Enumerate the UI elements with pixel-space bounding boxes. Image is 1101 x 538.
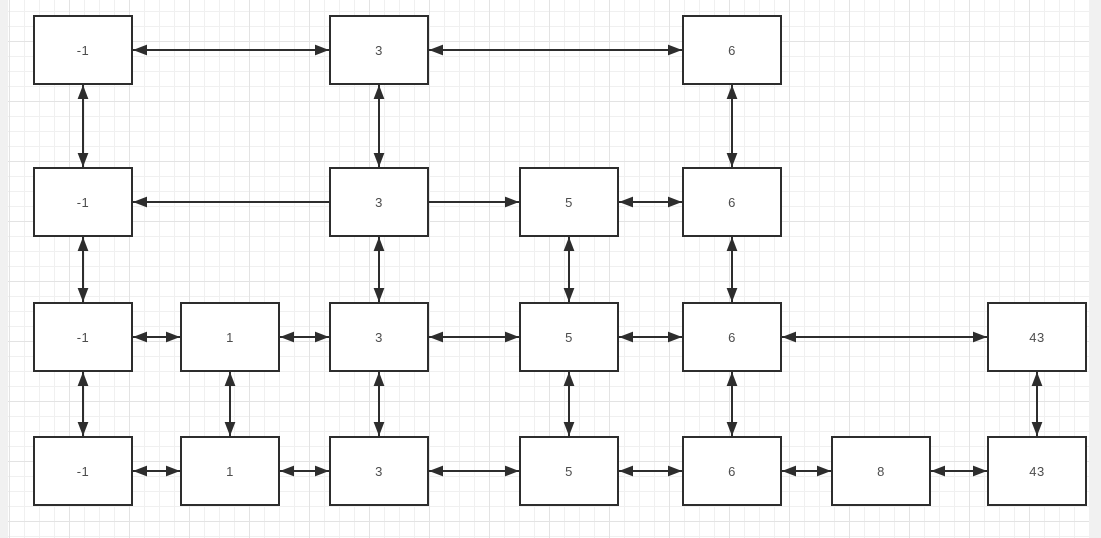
node-label: 6 (728, 329, 736, 345)
node-label: 6 (728, 463, 736, 479)
node-r2c0[interactable]: -1 (33, 302, 133, 372)
node-r2c2[interactable]: 3 (329, 302, 429, 372)
diagram-canvas[interactable]: -1 3 6 -1 3 5 6 -1 1 3 5 6 43 -1 1 3 5 6 8 43 (8, 0, 1089, 538)
node-label: 3 (375, 194, 383, 210)
node-r2c4[interactable]: 6 (682, 302, 782, 372)
node-r0c0[interactable]: -1 (33, 15, 133, 85)
node-r3c1[interactable]: 1 (180, 436, 280, 506)
node-label: 5 (565, 194, 573, 210)
node-label: 1 (226, 329, 234, 345)
node-label: -1 (76, 463, 90, 479)
node-r0c4[interactable]: 6 (682, 15, 782, 85)
node-label: -1 (76, 194, 90, 210)
node-label: 6 (728, 42, 736, 58)
node-r2c1[interactable]: 1 (180, 302, 280, 372)
canvas-left-margin (0, 0, 8, 538)
edge-layer (77, 44, 1043, 477)
node-label: 8 (877, 463, 885, 479)
node-r3c3[interactable]: 5 (519, 436, 619, 506)
node-r2c3[interactable]: 5 (519, 302, 619, 372)
node-label: 3 (375, 329, 383, 345)
node-r1c2[interactable]: 3 (329, 167, 429, 237)
node-r1c3[interactable]: 5 (519, 167, 619, 237)
node-r3c6[interactable]: 43 (987, 436, 1087, 506)
node-r3c4[interactable]: 6 (682, 436, 782, 506)
node-r3c5[interactable]: 8 (831, 436, 931, 506)
canvas-right-margin (1089, 0, 1101, 538)
node-label: 6 (728, 194, 736, 210)
node-label: 43 (1029, 463, 1045, 479)
node-r3c2[interactable]: 3 (329, 436, 429, 506)
node-r3c0[interactable]: -1 (33, 436, 133, 506)
node-label: 3 (375, 42, 383, 58)
node-label: 43 (1029, 329, 1045, 345)
node-label: 1 (226, 463, 234, 479)
node-r1c0[interactable]: -1 (33, 167, 133, 237)
node-label: -1 (76, 329, 90, 345)
node-r0c2[interactable]: 3 (329, 15, 429, 85)
node-label: -1 (76, 42, 90, 58)
node-label: 3 (375, 463, 383, 479)
node-r2c6[interactable]: 43 (987, 302, 1087, 372)
node-r1c4[interactable]: 6 (682, 167, 782, 237)
node-label: 5 (565, 329, 573, 345)
node-label: 5 (565, 463, 573, 479)
